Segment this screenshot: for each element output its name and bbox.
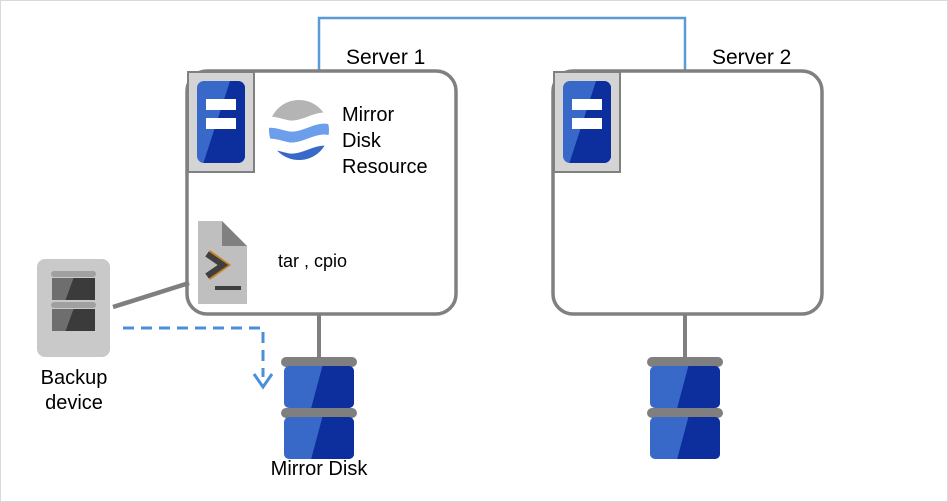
backup-disk-body-2 xyxy=(52,309,95,331)
server2-rack-bar-1 xyxy=(571,99,603,111)
disk1-body-2 xyxy=(284,417,354,459)
backup-flow-arrow-path xyxy=(123,326,265,377)
mirror-disk-resource-globe-icon xyxy=(269,100,329,160)
script-terminal-icon xyxy=(198,221,247,304)
server2-rack-bar-2 xyxy=(571,117,603,129)
mirror-disk-resource-label-line3: Resource xyxy=(342,156,428,178)
backup-device-label-line2: device xyxy=(45,392,103,414)
interconnect-line xyxy=(317,16,687,73)
backup-flow-arrow-head xyxy=(252,373,274,390)
backup-disk-body-1 xyxy=(52,278,95,300)
server1-rack-unit xyxy=(197,81,245,163)
backup-disk-plate-1 xyxy=(51,271,96,277)
mirror-disk-resource-label-line2: Disk xyxy=(342,130,381,152)
server1-rack-icon xyxy=(187,71,255,173)
mirror-disk-1-icon[interactable] xyxy=(281,357,357,463)
backup-disk-plate-2 xyxy=(51,302,96,308)
disk1-body-1 xyxy=(284,366,354,408)
backup-device-label-line1: Backup xyxy=(40,367,108,389)
server1-label: Server 1 xyxy=(346,46,426,69)
server2-label: Server 2 xyxy=(712,46,792,69)
disk2-plate-2 xyxy=(647,408,723,418)
disk2-plate-1 xyxy=(647,357,723,367)
disk1-plate-1 xyxy=(281,357,357,367)
server2-rack-icon xyxy=(553,71,621,173)
mirror-disk-2-icon[interactable] xyxy=(647,357,723,463)
tar-cpio-label: tar , cpio xyxy=(278,251,348,271)
backup-device-link xyxy=(112,280,190,310)
mirror-disk-label: Mirror Disk xyxy=(270,458,368,480)
server2-rack-unit xyxy=(563,81,611,163)
mirror-disk-resource-label-line1: Mirror xyxy=(342,104,395,126)
disk1-plate-2 xyxy=(281,408,357,418)
disk2-body-2 xyxy=(650,417,720,459)
disk2-body-1 xyxy=(650,366,720,408)
server1-rack-bar-1 xyxy=(205,99,237,111)
server1-rack-bar-2 xyxy=(205,117,237,129)
backup-device-icon[interactable] xyxy=(37,259,110,357)
